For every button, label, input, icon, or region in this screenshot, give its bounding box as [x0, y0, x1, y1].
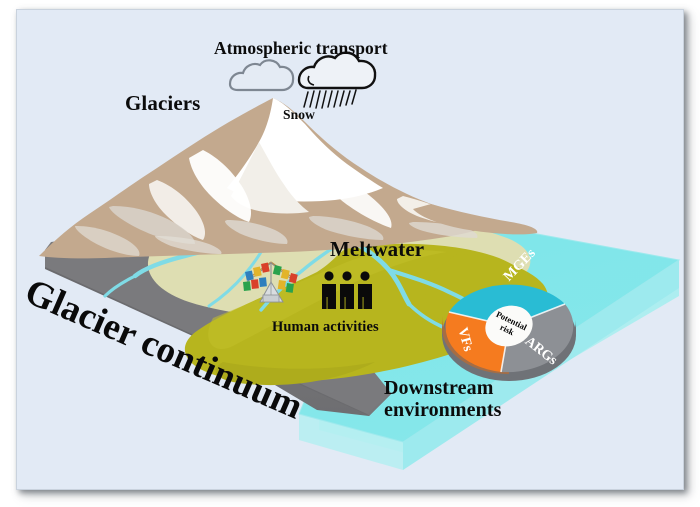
scene-artwork [39, 51, 681, 470]
tent-icon [259, 280, 284, 303]
label-atmospheric-transport: Atmospheric transport [214, 38, 388, 58]
label-downstream-environments: Downstream environments [384, 377, 502, 421]
label-downstream-line2: environments [384, 398, 502, 421]
diagram-canvas: Atmospheric transport Glaciers Snow Melt… [17, 10, 683, 489]
people-group-icon [322, 271, 372, 309]
label-meltwater: Meltwater [330, 237, 425, 261]
pie-segment-args [501, 304, 574, 373]
label-glaciers: Glaciers [125, 91, 201, 115]
mountain [39, 98, 538, 259]
potential-risk-pie-chart[interactable] [442, 284, 576, 381]
pie-segment-mges [449, 284, 565, 326]
label-downstream-line1: Downstream [384, 377, 494, 399]
snow-cloud-icon [297, 51, 377, 109]
cloud-icon [228, 59, 295, 92]
pie-center-hole [485, 305, 533, 347]
prayer-flags-icon [243, 261, 298, 300]
label-snow: Snow [283, 107, 315, 122]
figure-frame: Atmospheric transport Glaciers Snow Melt… [16, 9, 684, 490]
label-human-activities: Human activities [272, 319, 379, 335]
